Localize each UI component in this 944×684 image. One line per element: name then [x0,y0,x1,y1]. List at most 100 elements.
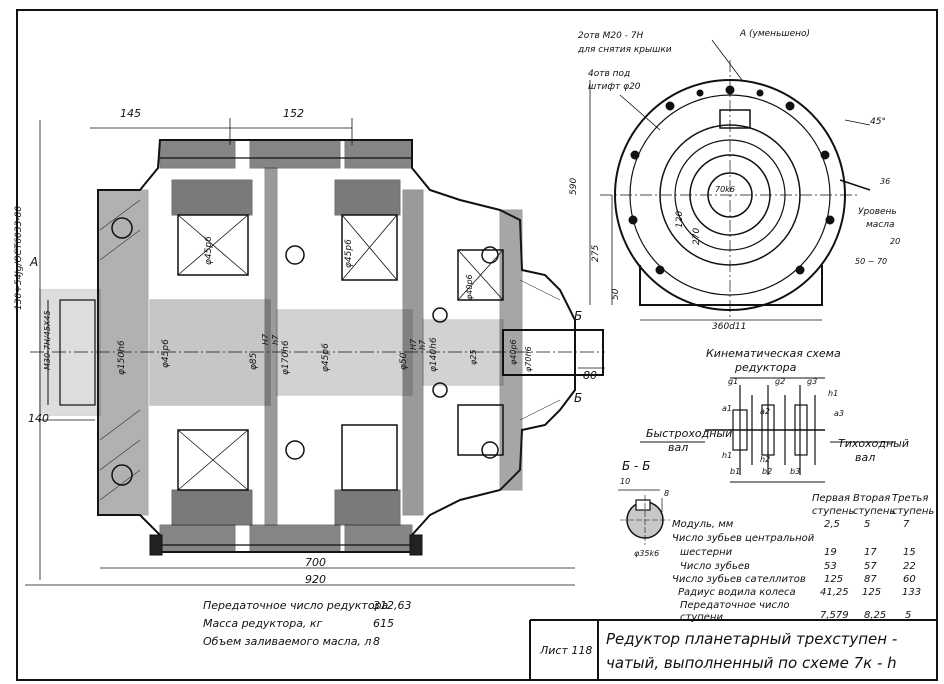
table-cell: 17 [864,547,877,558]
section-bb-title: Б - Б [622,459,651,473]
dim-152: 152 [283,107,304,120]
section-bb-d8: 8 [664,489,670,498]
callout-holes-2: для снятия крышки [578,45,672,55]
dim-270: 270 [692,227,702,245]
table-cell: 22 [903,561,916,572]
section-bb-d10: 10 [620,477,631,486]
fit-h7-1b: h7 [271,334,280,345]
table-cell: 57 [864,561,877,572]
table-cell: 8,25 [864,610,887,621]
kin-h1b: h1 [722,451,733,460]
fit-callout: 130+54Jg/ОСТ6033-80 [14,205,24,310]
callout-pins: 4отв под [588,69,631,79]
fast-shaft-label: Быстроходный [646,427,733,440]
dim-700: 700 [305,556,326,569]
table-row-label: шестерни [680,547,733,558]
note-mass-label: Масса редуктора, кг [203,617,323,630]
table-cell: 125 [824,574,844,585]
table-cell: 87 [864,574,877,585]
dim-920: 920 [305,573,326,586]
fast-shaft-label-2: вал [668,441,689,454]
dim-40p6-a: φ40р6 [465,274,474,300]
note-oil-label: Объем заливаемого масла, л [203,635,372,648]
table-cell: 15 [903,547,916,558]
kin-a2: a2 [760,407,770,416]
main-dimension-lines [25,118,605,586]
dim-140: 140 [28,412,49,425]
kinematic-title: Кинематическая схема [706,347,841,360]
dim-45p6-b: φ45р6 [344,239,354,268]
dim-50-70: 50 ~ 70 [855,257,888,266]
table-row-label: Число зубьев [680,561,750,572]
dim-45p6-a: φ45р6 [204,236,214,265]
kinematic-scheme [640,377,895,483]
table-header-2: Вторая ступень [853,493,896,517]
drawing-title-line-2: чатый, выполненный по схеме 7к - h [606,654,897,672]
table-cell: 5 [864,519,871,530]
kin-a3: a3 [834,409,844,418]
table-header-1: Первая ступень [812,493,855,517]
reducer-section-view [30,139,605,556]
kin-b1: b1 [730,467,741,476]
dim-70h6: φ70h6 [524,346,533,372]
drawing-title-line-1: Редуктор планетарный трехступен - [606,630,898,648]
dim-80: 80 [583,369,597,382]
fit-h7-1: Н7 [261,333,270,345]
note-ratio-value: 312,63 [373,599,412,612]
angle-45: 45° [870,117,886,127]
dim-140h6: φ140h6 [429,337,439,372]
table-header-3: Третья ступень [892,493,935,517]
note-ratio-label: Передаточное число редуктора [203,599,389,612]
dim-85: φ85 [249,352,259,370]
dim-70k6: 70k6 [715,185,735,194]
section-bb [618,489,670,545]
note-mass-value: 615 [373,617,394,630]
dim-20: 20 [890,237,901,246]
section-mark-b-top: Б [574,309,583,323]
dim-45p6-c: φ45р6 [321,343,331,372]
dim-150h6: φ150h6 [117,340,127,375]
kin-b3: b3 [790,467,801,476]
fit-h7-2: Н7 [409,338,418,350]
fit-h7-2b: h7 [418,339,427,350]
kin-g2: g2 [775,377,786,386]
table-row-label: Число зубьев центральной [672,533,815,544]
table-cell: 7,579 [820,610,849,621]
section-mark-b-bottom: Б [574,391,583,405]
kinematic-title-2: редуктора [735,361,797,374]
view-marker-a: А [30,255,39,269]
table-cell: 5 [905,610,912,621]
table-cell: 53 [824,561,837,572]
sheet-frame [16,9,938,681]
callout-holes: 2отв М20 - 7Н [578,31,644,41]
sheet-number: Лист 118 [540,644,593,657]
table-cell: 2,5 [824,519,840,530]
section-bb-d35k6: φ35k6 [634,549,660,558]
table-row-label: Радиус водила колеса [678,587,796,598]
dim-40p6-b: φ40р6 [509,339,518,365]
callout-pins-2: штифт φ20 [588,82,641,92]
note-oil-value: 8 [373,635,380,648]
table-cell: 60 [903,574,916,585]
kin-h2: h2 [760,455,771,464]
slow-shaft-label: Тихоходный [838,437,909,450]
kin-b2: b2 [762,467,773,476]
dim-590: 590 [569,177,579,195]
table-cell: 133 [902,587,922,598]
kin-g3: g3 [807,377,818,386]
oil-level-2: масла [866,220,895,230]
view-a-label: А (уменьшено) [740,29,811,39]
kin-a1: a1 [722,404,732,413]
dim-50-base: 50 [611,288,621,300]
dim-170h6: φ170h6 [281,340,291,375]
dim-360d11: 360d11 [712,322,747,332]
kin-h1a: h1 [828,389,839,398]
table-row-label: Передаточное число [680,600,790,611]
table-cell: 19 [824,547,837,558]
spline-callout: М30-7Н/45Х45 [43,310,52,370]
slow-shaft-label-2: вал [855,451,876,464]
table-row-label: Модуль, мм [672,519,734,530]
dim-25: φ25 [469,349,478,365]
dim-45k6: φ45р6 [161,339,171,368]
